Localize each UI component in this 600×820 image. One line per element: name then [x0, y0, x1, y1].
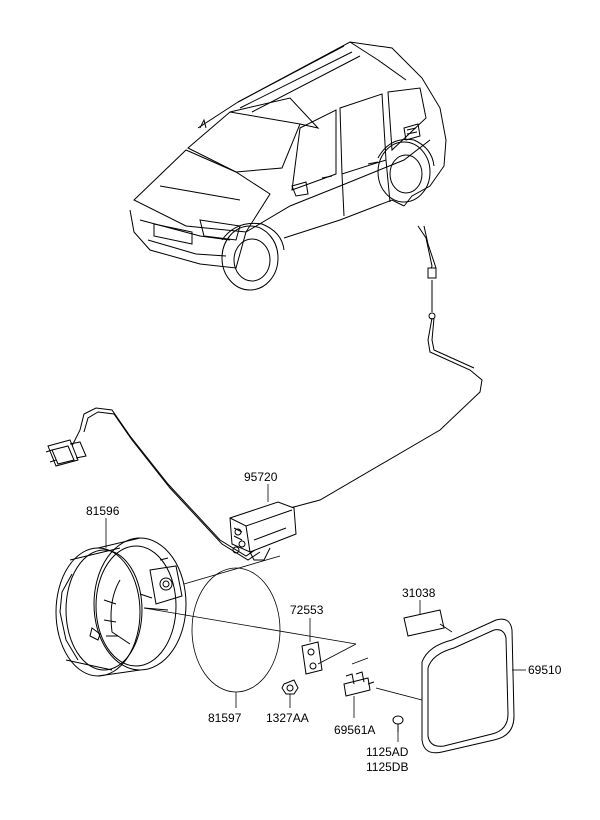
part-label-1125AD: 1125AD	[366, 745, 409, 759]
bracket-72553	[301, 641, 323, 675]
part-label-1327AA: 1327AA	[266, 711, 309, 725]
vehicle-illustration	[129, 41, 447, 291]
part-label-69561A: 69561A	[334, 723, 375, 737]
nut-1327AA	[281, 679, 299, 695]
gasket-81597	[191, 567, 281, 693]
label-31038	[403, 609, 445, 637]
part-label-81597: 81597	[208, 711, 242, 725]
part-label-1125DB: 1125DB	[366, 760, 408, 774]
screw-1125AD	[392, 715, 404, 732]
filler-housing-81596	[55, 537, 187, 677]
part-label-72553: 72553	[290, 603, 324, 617]
clip-69561A	[343, 671, 375, 697]
leader-lines	[105, 484, 526, 742]
part-label-69510: 69510	[528, 663, 562, 677]
actuator-95720	[229, 501, 297, 561]
part-label-31038: 31038	[402, 586, 436, 600]
fuel-door-69510	[421, 618, 515, 754]
part-label-95720: 95720	[244, 470, 278, 484]
part-label-81596: 81596	[86, 504, 120, 518]
release-cable	[45, 225, 483, 561]
